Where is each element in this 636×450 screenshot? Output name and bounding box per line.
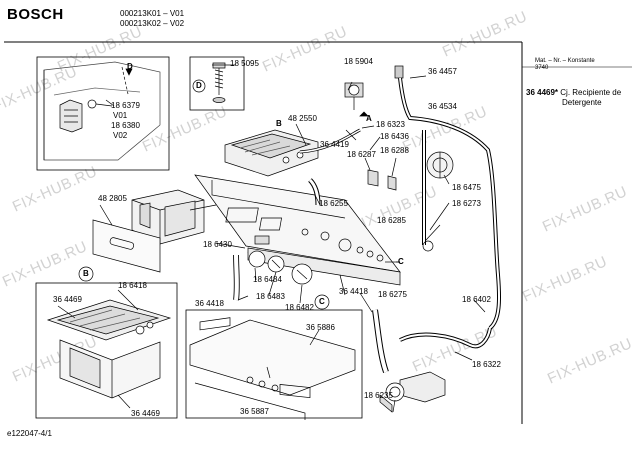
part-label: 36 4418 [339, 287, 368, 296]
callout-b: B [83, 269, 89, 278]
legend-header-2: 3740 [535, 65, 549, 71]
part-label: 36 4419 [320, 140, 349, 149]
callout-c-arrow: C [398, 257, 404, 266]
part-label: 48 2805 [98, 194, 127, 203]
part-label: 18 5904 [344, 57, 373, 66]
part-label: 36 5887 [240, 407, 269, 416]
legend-part-number: 36 4469* [526, 88, 559, 97]
part-label: 18 6273 [452, 199, 481, 208]
callout-d-arrow: D [127, 62, 133, 71]
part-label: V01 [113, 111, 128, 120]
part-label: 18 6483 [256, 292, 285, 301]
callout-b-arrow: B [276, 119, 282, 128]
part-label: 18 6418 [118, 281, 147, 290]
legend-entry: 36 4469* Cj. Recipiente de [526, 88, 621, 98]
part-label: 18 6436 [380, 132, 409, 141]
part-label: 18 6235 [364, 391, 393, 400]
part-label: 18 6430 [203, 240, 232, 249]
part-label: 18 5095 [230, 59, 259, 68]
part-label: V02 [113, 131, 128, 140]
part-label: 18 6322 [472, 360, 501, 369]
part-label: 18 6288 [380, 146, 409, 155]
part-label: 18 6380 [111, 121, 140, 130]
callout-d: D [196, 81, 202, 90]
part-label: 18 6255 [319, 199, 348, 208]
part-label: 18 6402 [462, 295, 491, 304]
part-label: 18 6484 [253, 275, 282, 284]
model-code-1: 000213K01 – V01 [120, 9, 185, 18]
callout-c: C [319, 297, 325, 306]
part-label: 18 6482 [285, 303, 314, 312]
legend-description-2: Detergente [562, 98, 602, 107]
part-label: 36 4418 [195, 299, 224, 308]
legend-header-1: Mat. – Nr. – Konstante [535, 58, 595, 64]
part-label: 36 4469 [53, 295, 82, 304]
legend-description-1: Cj. Recipiente de [560, 88, 622, 97]
part-label: 36 4534 [428, 102, 457, 111]
callout-a: A [366, 114, 372, 123]
part-label: 18 6287 [347, 150, 376, 159]
part-label: 36 4469 [131, 409, 160, 418]
part-label: 36 4457 [428, 67, 457, 76]
model-code-2: 000213K02 – V02 [120, 19, 185, 28]
part-label: 48 2550 [288, 114, 317, 123]
part-label: 18 6285 [377, 216, 406, 225]
part-label: 18 6379 [111, 101, 140, 110]
brand-logo: BOSCH [7, 6, 64, 23]
drawing-reference: e122047-4/1 [7, 429, 52, 438]
part-label: 18 6275 [378, 290, 407, 299]
part-label: 18 6475 [452, 183, 481, 192]
part-label: 36 5886 [306, 323, 335, 332]
part-label: 18 6323 [376, 120, 405, 129]
